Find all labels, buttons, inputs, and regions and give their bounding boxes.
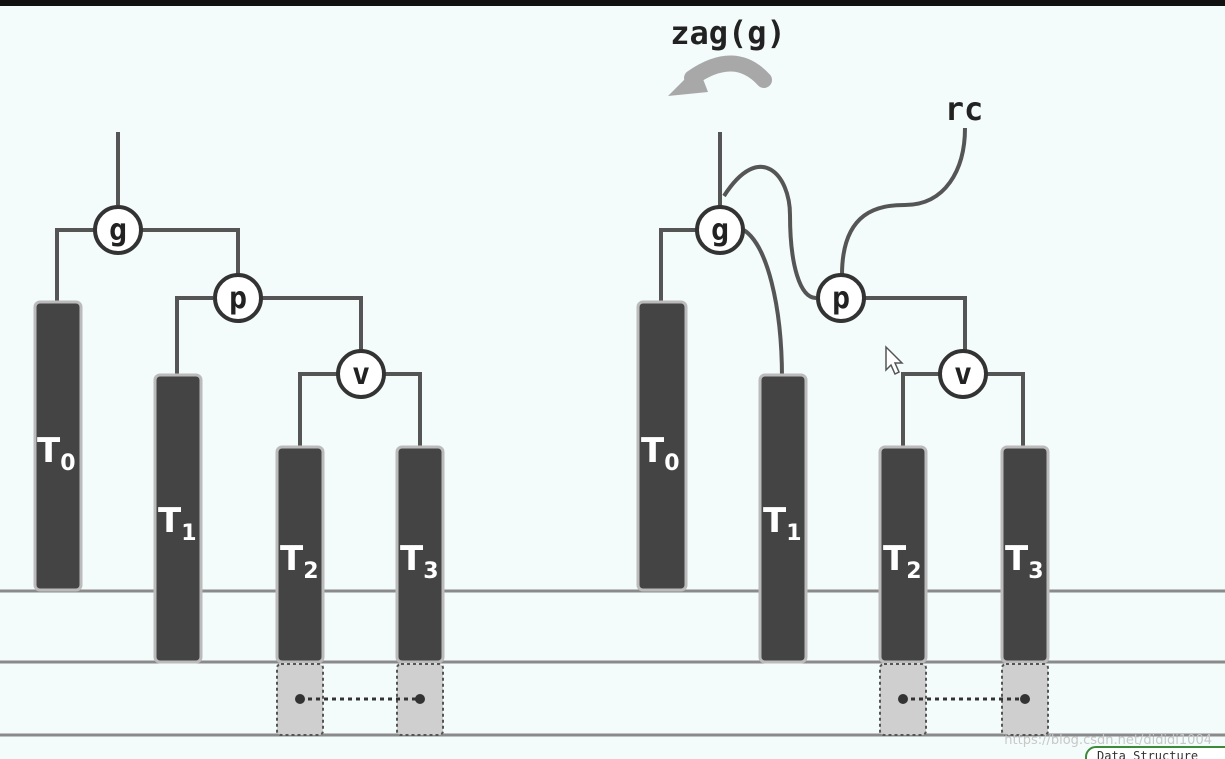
left-edges xyxy=(55,132,422,450)
left-t1-bar xyxy=(153,373,203,664)
svg-text:p: p xyxy=(832,281,850,316)
right-t1-bar xyxy=(758,373,808,664)
left-t3-bar xyxy=(395,445,445,664)
left-tree: T0 T1 T2 T3 g p v xyxy=(33,132,445,736)
right-t0-label: T0 xyxy=(641,431,680,476)
right-nodes: g p v xyxy=(695,205,988,399)
svg-text:g: g xyxy=(109,213,127,248)
right-node-p: p xyxy=(816,273,866,323)
right-t2-label: T2 xyxy=(883,539,922,584)
watermark-text: https://blog.csdn.net/dididi1004 xyxy=(1004,733,1212,748)
right-t0-bar xyxy=(636,300,688,592)
left-hidden-slots xyxy=(276,663,444,736)
left-slot-dot-a xyxy=(295,694,305,704)
right-t1-label: T1 xyxy=(763,501,802,546)
top-frame-bar xyxy=(0,0,1225,6)
svg-text:p: p xyxy=(229,281,247,316)
right-slot-dot-b xyxy=(1020,694,1030,704)
left-node-g: g xyxy=(93,205,143,255)
mouse-cursor-icon xyxy=(885,345,904,376)
left-node-v: v xyxy=(336,349,386,399)
right-subtree-bars xyxy=(636,300,1050,664)
left-subtree-labels: T0 T1 T2 T3 xyxy=(37,431,439,584)
right-node-g: g xyxy=(695,205,745,255)
left-subtree-bars xyxy=(33,300,445,664)
left-t2-label: T2 xyxy=(280,539,319,584)
right-edges xyxy=(659,127,1025,450)
right-t3-bar xyxy=(1000,445,1050,664)
right-node-v: v xyxy=(938,349,988,399)
zag-label: zag(g) xyxy=(670,14,786,52)
right-slot-dot-a xyxy=(898,694,908,704)
right-tree: rc T0 T1 T2 T3 g p xyxy=(636,90,1050,736)
svg-text:Data Structure: Data Structure xyxy=(1097,749,1198,759)
right-t3-label: T3 xyxy=(1005,539,1044,584)
left-t0-label: T0 xyxy=(37,431,76,476)
right-t2-bar xyxy=(878,445,928,664)
left-slot-dot-b xyxy=(415,694,425,704)
rc-label: rc xyxy=(945,90,984,128)
svg-text:v: v xyxy=(954,357,972,392)
left-node-p: p xyxy=(213,273,263,323)
left-t1-label: T1 xyxy=(158,501,197,546)
left-t0-bar xyxy=(33,300,83,592)
rotation-annotation: zag(g) xyxy=(668,14,786,96)
left-nodes: g p v xyxy=(93,205,386,399)
left-t2-bar xyxy=(275,445,325,664)
left-t3-label: T3 xyxy=(400,539,439,584)
data-structure-badge: Data Structure xyxy=(1085,746,1225,759)
svg-text:v: v xyxy=(352,357,370,392)
right-hidden-slots xyxy=(879,663,1049,736)
right-subtree-labels: T0 T1 T2 T3 xyxy=(641,431,1044,584)
rotate-left-arrow-icon xyxy=(668,55,772,96)
svg-text:g: g xyxy=(711,213,729,248)
